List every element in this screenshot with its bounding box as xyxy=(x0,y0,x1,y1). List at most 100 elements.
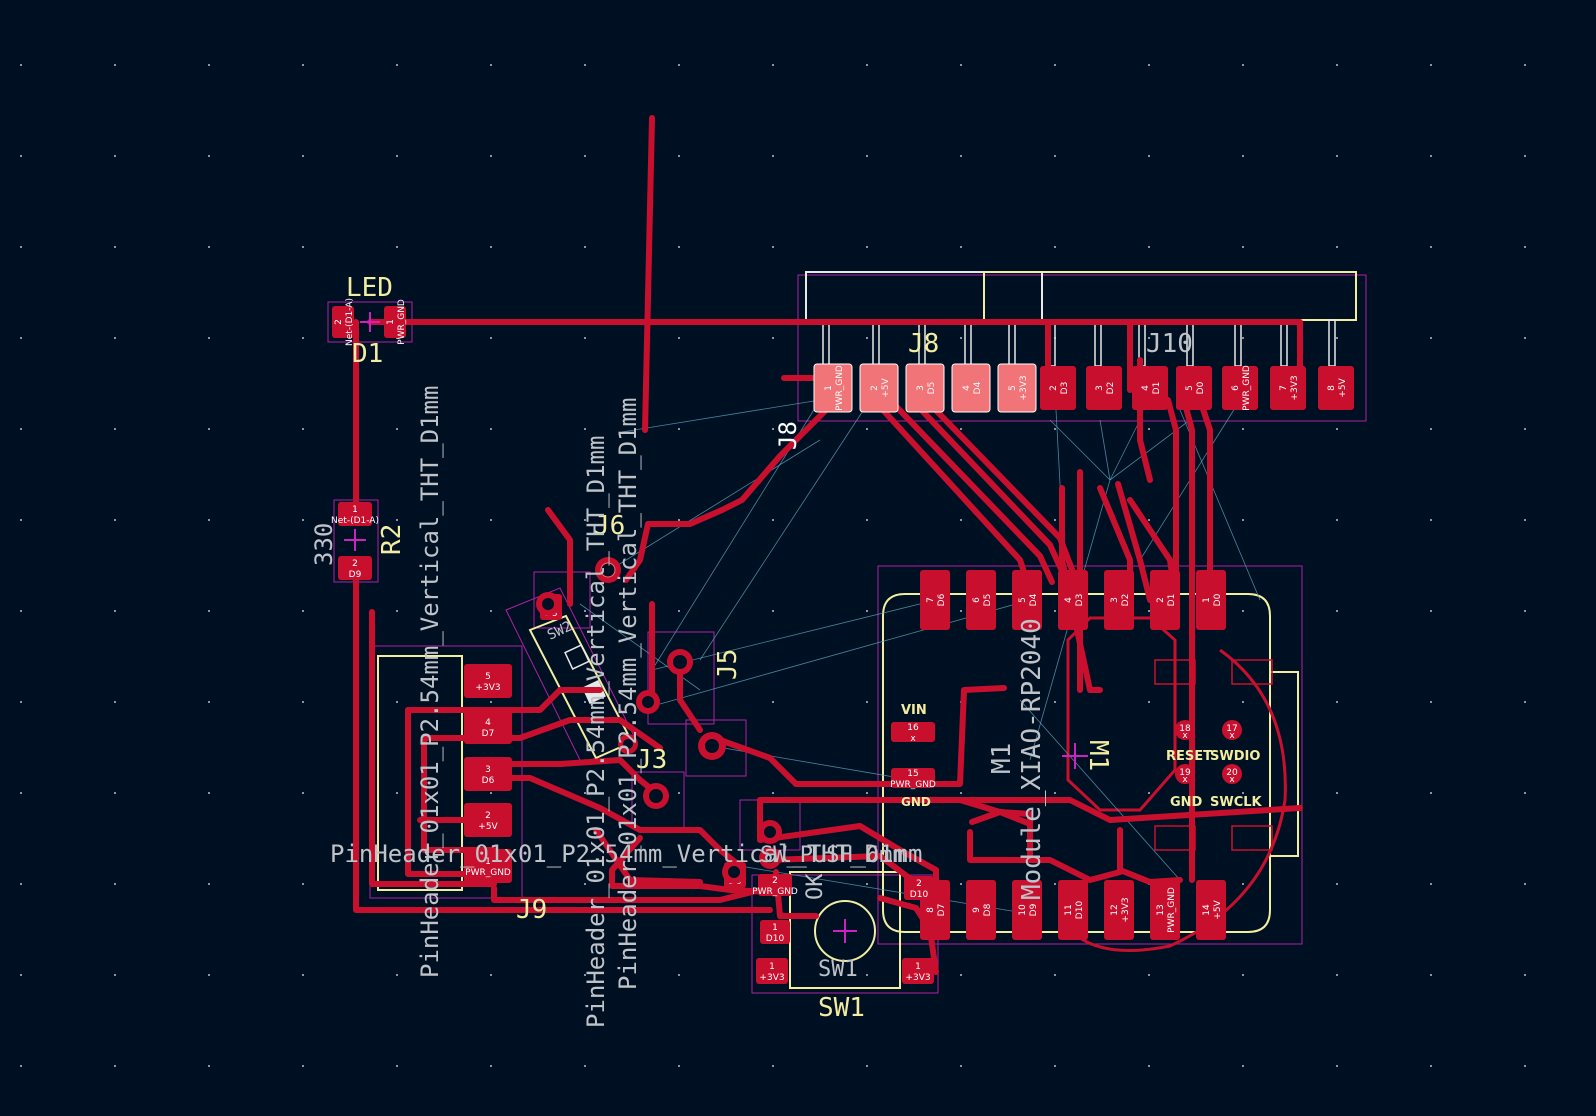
tht-pad-j7b[interactable] xyxy=(759,847,781,869)
pad-net: x xyxy=(910,734,916,744)
m1-pad-12[interactable]: 12+3V3 xyxy=(1104,880,1134,940)
pad-net: D2 xyxy=(1106,382,1116,395)
j9-pad-5[interactable]: 5+3V3 xyxy=(464,664,512,698)
header-outline xyxy=(805,271,1357,321)
tht-pad-sw2-a[interactable] xyxy=(536,592,560,616)
j9-pad-4[interactable]: 4D7 xyxy=(464,710,512,744)
pad-number: 2 xyxy=(352,559,358,569)
m1-testpad-18[interactable]: 18x xyxy=(1175,720,1195,741)
pad-net: +5V xyxy=(478,822,498,832)
pad-number: 5 xyxy=(1008,385,1018,391)
sw1-pad-1b[interactable]: 1+3V3 xyxy=(756,958,788,984)
pad-net: PWR_GND xyxy=(397,299,407,345)
pad-number: 2 xyxy=(772,876,778,886)
pad-net: x xyxy=(1182,775,1188,785)
tht-pad-sw2-b[interactable] xyxy=(618,734,638,754)
m1-pad-14[interactable]: 14+5V xyxy=(1196,880,1226,940)
pad-number: 13 xyxy=(1156,904,1166,915)
pad-net: PWR_GND xyxy=(835,365,845,411)
j10-pad-8[interactable]: 8+5V xyxy=(1318,366,1354,410)
pad-net: PWR_GND xyxy=(752,887,798,897)
j8-pad-2[interactable]: 2+5V xyxy=(859,363,899,413)
pad-number: 7 xyxy=(926,597,936,603)
gnd-label-2: GND xyxy=(1170,795,1203,810)
tht-pad-j6[interactable] xyxy=(595,557,621,583)
m1-testpad-19[interactable]: 19x xyxy=(1175,764,1195,785)
j9-pad-3[interactable]: 3D6 xyxy=(464,757,512,791)
pad-net: D6 xyxy=(482,776,495,786)
r2-pad-2[interactable]: 2D9 xyxy=(338,556,372,580)
swclk-label: SWCLK xyxy=(1210,795,1263,810)
pad-net: PWR_GND xyxy=(465,868,511,878)
pad-number: 1 xyxy=(915,962,921,972)
pad-number: 5 xyxy=(1185,385,1195,391)
tht-pad-j3[interactable] xyxy=(643,783,669,809)
tht-pad-j2[interactable] xyxy=(758,820,782,844)
pad-number: 14 xyxy=(1202,904,1212,916)
j3-ref-label: J3 xyxy=(636,745,667,775)
pad-net: D9 xyxy=(1029,903,1039,916)
j9-pad-2[interactable]: 2+5V xyxy=(464,803,512,837)
pad-number: 17 xyxy=(1226,724,1237,734)
m1-pad-16[interactable]: 16x xyxy=(891,722,935,744)
pad-net: PWR_GND xyxy=(890,780,936,790)
j8-pad-5[interactable]: 5+3V3 xyxy=(997,363,1037,413)
j10-ref-label: J10 xyxy=(1146,329,1193,359)
tht-pad-j5[interactable] xyxy=(667,649,693,675)
m1-testpad-17[interactable]: 17x xyxy=(1222,720,1242,741)
sw1-pad-1c[interactable]: 1+3V3 xyxy=(902,958,934,984)
pad-net: D10 xyxy=(910,890,929,900)
pad-net: +3V3 xyxy=(905,973,930,983)
pad-net: +3V3 xyxy=(1121,897,1131,922)
j5-ref-label: J5 xyxy=(713,649,743,680)
r2-value-label: 330 xyxy=(310,523,338,566)
grid-dots xyxy=(20,64,1526,1067)
tht-pads xyxy=(536,557,782,884)
sw-push-label: SW_PUSH_6mm xyxy=(760,843,906,868)
pad-number: 12 xyxy=(1110,904,1120,915)
j8-ref-label: J8 xyxy=(908,329,939,359)
pad-number: 2 xyxy=(1049,385,1059,391)
pad-net: D9 xyxy=(349,570,362,580)
d1-value-label: LED xyxy=(346,273,393,303)
tht-pad-j1[interactable] xyxy=(698,732,726,760)
m1-ref-label: M1 xyxy=(987,743,1017,774)
pad-number: 4 xyxy=(1064,597,1074,603)
tht-pad-j7[interactable] xyxy=(722,860,746,884)
m1-testpad-20[interactable]: 20x xyxy=(1222,764,1242,785)
pad-number: 1 xyxy=(352,505,358,515)
j10-pad-7[interactable]: 7+3V3 xyxy=(1270,366,1306,410)
tht-pad-j4[interactable] xyxy=(636,690,660,714)
pad-number: 9 xyxy=(972,907,982,913)
anchor-markers xyxy=(344,312,1088,769)
